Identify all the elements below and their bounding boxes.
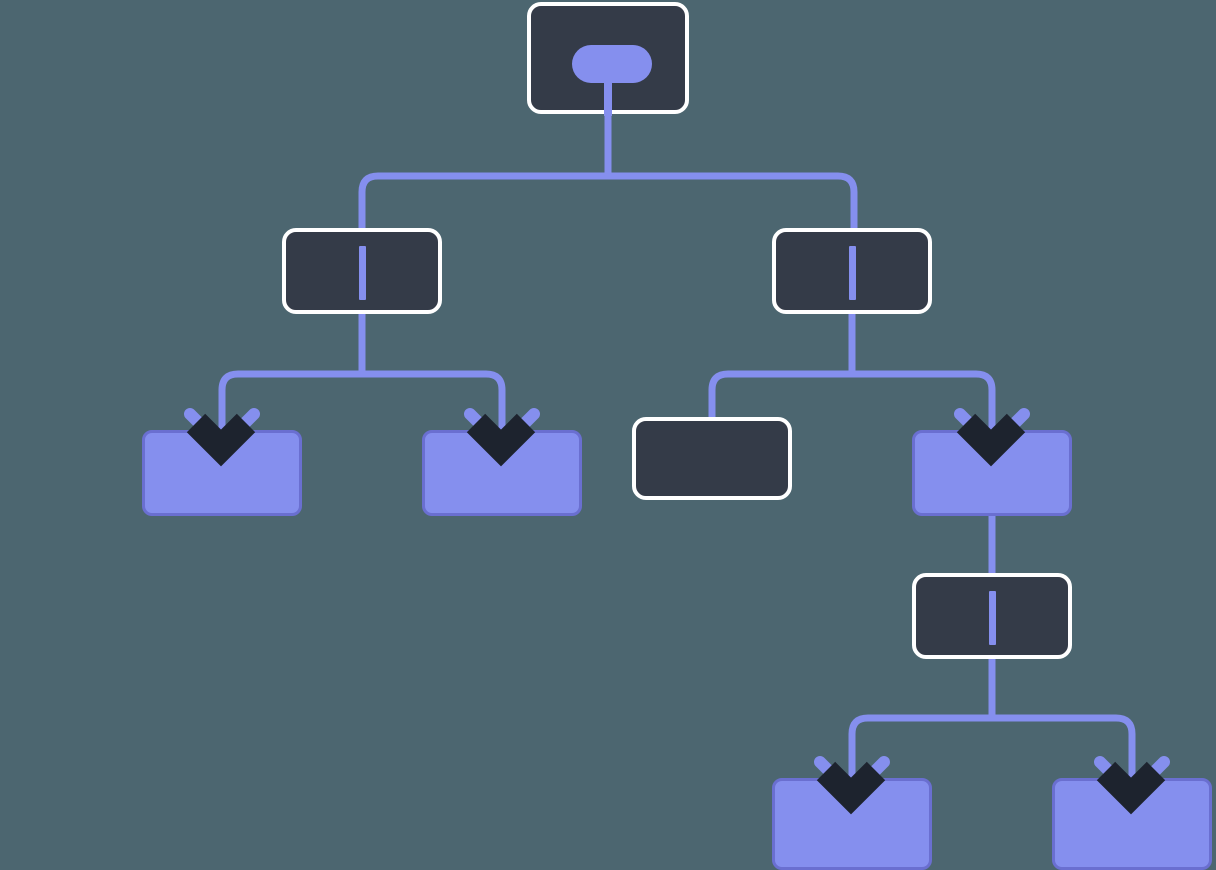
level3-dark-node[interactable] <box>632 417 792 500</box>
leaf-node-a[interactable] <box>142 430 302 516</box>
level4-dark-node[interactable] <box>912 573 1072 659</box>
level2-left-node[interactable] <box>282 228 442 314</box>
level2-left-inner-line <box>358 246 366 300</box>
leaf-node-c[interactable] <box>912 430 1072 516</box>
root-pill-shape <box>572 45 652 83</box>
root-pill-stem <box>604 83 612 116</box>
leaf-node-e[interactable] <box>1052 778 1212 870</box>
level2-right-node[interactable] <box>772 228 932 314</box>
level4-dark-inner-line <box>988 591 996 645</box>
leaf-node-d[interactable] <box>772 778 932 870</box>
leaf-node-b[interactable] <box>422 430 582 516</box>
root-node[interactable] <box>527 2 689 116</box>
level2-right-inner-line <box>848 246 856 300</box>
